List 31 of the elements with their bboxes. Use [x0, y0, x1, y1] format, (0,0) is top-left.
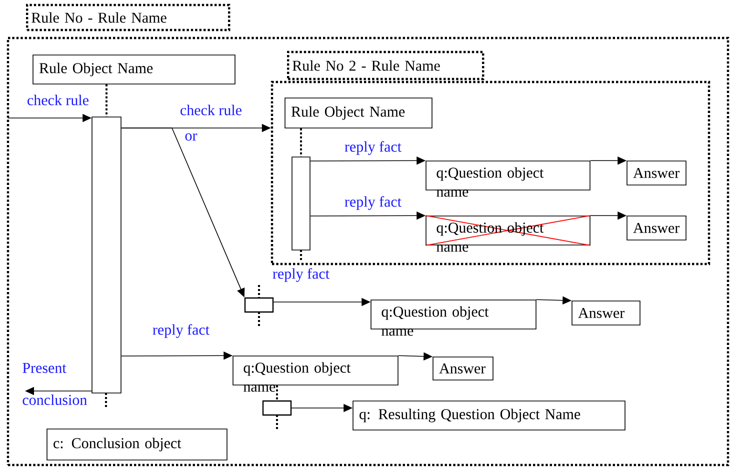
object-box: c: Conclusion object	[46, 428, 228, 460]
activation-box	[262, 400, 292, 416]
edge-label: or	[184, 132, 198, 142]
edge-label: reply fact	[271, 267, 331, 283]
lifeline	[106, 84, 108, 117]
node-label: name	[436, 244, 468, 252]
node-label: name	[244, 384, 276, 392]
object-box: q:Question object name	[426, 160, 590, 197]
lifeline	[276, 385, 278, 400]
node-label: Rule No 2 - Rule Name	[292, 60, 440, 71]
activation-bar	[292, 156, 310, 250]
object-box: q: Resulting Question Object Name	[352, 400, 626, 430]
node-label: name	[436, 190, 468, 197]
edge-label: reply fact	[343, 140, 403, 156]
edge-label: Present conclusion	[22, 363, 87, 405]
lifeline	[300, 128, 302, 157]
edge-label: check rule	[178, 104, 244, 116]
node-label: Rule No - Rule Name	[32, 12, 166, 23]
object-box: Answer	[572, 300, 640, 326]
edge-label: reply fact	[151, 323, 211, 339]
object-box: q:Question object name	[370, 300, 536, 336]
activation-box	[244, 297, 274, 313]
object-box: Answer	[432, 356, 494, 380]
object-box: Rule Object Name	[284, 98, 432, 128]
edge-label: reply fact	[343, 195, 403, 211]
node-label: name	[382, 328, 414, 336]
object-box: Rule Object Name	[32, 54, 236, 84]
object-box: Answer	[626, 216, 686, 240]
edge-label: check rule	[26, 94, 90, 106]
activation-bar	[92, 116, 122, 394]
object-box: Answer	[626, 160, 686, 186]
